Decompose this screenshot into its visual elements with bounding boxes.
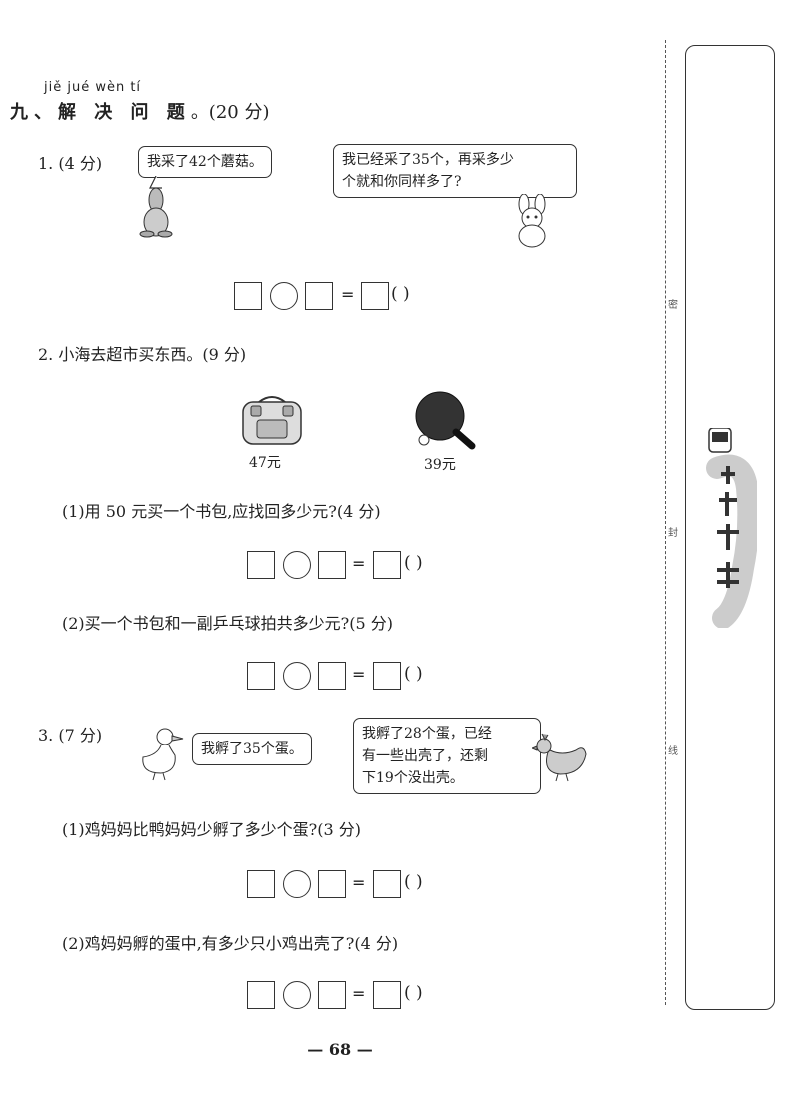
- q3-2-equals-sign: =: [352, 984, 366, 1003]
- q3-1-equals-sign: =: [352, 873, 366, 892]
- binding-dashed-line: [665, 40, 666, 1005]
- q1-speech-bubble-left: 我采了42个蘑菇。: [138, 146, 272, 178]
- q3-2-answer-box-2[interactable]: [318, 981, 346, 1009]
- q1-bubble-right-line1: 我已经采了35个，再采多少: [342, 152, 514, 168]
- q1-answer-box-result[interactable]: [361, 282, 389, 310]
- q3-1-answer-box-2[interactable]: [318, 870, 346, 898]
- brand-logo: [706, 428, 757, 628]
- q3-1-operator-circle[interactable]: [283, 870, 311, 898]
- q3-bubble-hen-line2: 有一些出壳了，还剩: [362, 748, 488, 764]
- q3-bubble-hen-line3: 下19个没出壳。: [362, 770, 464, 786]
- q2-1-answer-box-1[interactable]: [247, 551, 275, 579]
- q3-1-unit-parentheses[interactable]: ( ): [404, 872, 423, 892]
- hen-illustration: [532, 733, 587, 782]
- rabbit-right-illustration: [518, 194, 546, 248]
- q1-equals-sign: =: [341, 285, 355, 304]
- ping-pong-racket-illustration: [415, 391, 476, 450]
- q3-bubble-duck-text: 我孵了35个蛋。: [201, 741, 303, 757]
- q1-bubble-right-line2: 个就和你同样多了?: [342, 174, 462, 190]
- q3-2-answer-box-result[interactable]: [373, 981, 401, 1009]
- section-points: 。(20 分): [190, 102, 270, 123]
- q3-speech-bubble-hen: 我孵了28个蛋，已经 有一些出壳了，还剩 下19个没出壳。: [353, 718, 541, 794]
- q3-1-answer-box-result[interactable]: [373, 870, 401, 898]
- q2-2-answer-box-1[interactable]: [247, 662, 275, 690]
- q2-2-operator-circle[interactable]: [283, 662, 311, 690]
- q3-label: 3. (7 分): [38, 726, 103, 745]
- q1-speech-bubble-right: 我已经采了35个，再采多少 个就和你同样多了?: [333, 144, 577, 198]
- q3-bubble-hen-line1: 我孵了28个蛋，已经: [362, 726, 492, 742]
- q1-unit-parentheses[interactable]: ( ): [391, 284, 410, 304]
- section-title: 九、解 决 问 题: [10, 102, 191, 123]
- q1-operator-circle[interactable]: [270, 282, 298, 310]
- heading-pinyin: jiě jué wèn tí: [44, 80, 142, 95]
- q2-1-equals-sign: =: [352, 554, 366, 573]
- q2-sub1-text: (1)用 50 元买一个书包,应找回多少元?(4 分): [62, 502, 381, 521]
- side-binding-panel: [685, 45, 775, 1010]
- q3-2-operator-circle[interactable]: [283, 981, 311, 1009]
- q1-bubble-left-text: 我采了42个蘑菇。: [147, 154, 263, 170]
- q3-speech-bubble-duck: 我孵了35个蛋。: [192, 733, 312, 765]
- q1-answer-box-2[interactable]: [305, 282, 333, 310]
- q2-2-equals-sign: =: [352, 665, 366, 684]
- q2-1-answer-box-result[interactable]: [373, 551, 401, 579]
- bag-price: 47元: [249, 455, 281, 471]
- schoolbag-illustration: [242, 396, 302, 445]
- q3-2-answer-box-1[interactable]: [247, 981, 275, 1009]
- duck-illustration: [142, 728, 184, 781]
- rabbit-left-illustration: [139, 176, 173, 238]
- seal-mark-bottom: 线: [668, 746, 678, 757]
- page-number: — 68 —: [307, 1040, 373, 1059]
- section-heading: 九、解 决 问 题。(20 分): [10, 98, 269, 124]
- seal-mark-middle: 封: [668, 528, 678, 539]
- q3-2-unit-parentheses[interactable]: ( ): [404, 983, 423, 1003]
- q2-2-unit-parentheses[interactable]: ( ): [404, 664, 423, 684]
- q2-1-operator-circle[interactable]: [283, 551, 311, 579]
- q3-sub1-text: (1)鸡妈妈比鸭妈妈少孵了多少个蛋?(3 分): [62, 820, 361, 839]
- q1-answer-box-1[interactable]: [234, 282, 262, 310]
- q2-1-answer-box-2[interactable]: [318, 551, 346, 579]
- racket-price: 39元: [424, 457, 456, 473]
- q2-label: 2. 小海去超市买东西。(9 分): [38, 345, 247, 364]
- q1-label: 1. (4 分): [38, 154, 103, 173]
- q3-1-answer-box-1[interactable]: [247, 870, 275, 898]
- q2-2-answer-box-2[interactable]: [318, 662, 346, 690]
- q2-1-unit-parentheses[interactable]: ( ): [404, 553, 423, 573]
- seal-mark-top: 密: [668, 300, 678, 311]
- q2-sub2-text: (2)买一个书包和一副乒乓球拍共多少元?(5 分): [62, 614, 393, 633]
- q3-sub2-text: (2)鸡妈妈孵的蛋中,有多少只小鸡出壳了?(4 分): [62, 934, 399, 953]
- q2-2-answer-box-result[interactable]: [373, 662, 401, 690]
